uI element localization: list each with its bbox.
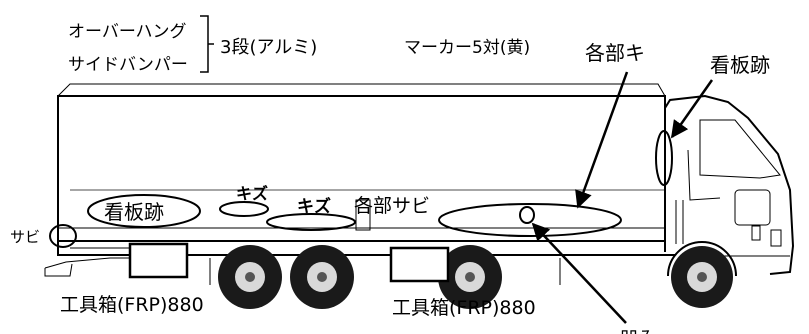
header-marker: マーカー5対(黄) [404,38,530,58]
scratches-everywhere-ellipse [438,203,622,237]
label-sign-trace-body: 看板跡 [104,200,164,224]
cargo-box [57,83,666,242]
sign-trace-top-ellipse [655,130,673,186]
toolbox-left-box [128,242,189,279]
wheel-front [667,241,737,308]
label-scratch-mid: キズ [297,196,331,217]
arrow-sign-trace-top [670,79,714,139]
scratch-mid-ellipse [266,213,356,231]
label-scratches-everywhere: 各部キ [585,41,645,65]
label-toolbox-left: 工具箱(FRP)880 [60,294,204,316]
header-spec: 3段(アルミ) [220,37,317,58]
wheel-rear-1 [218,245,282,309]
arrow-scratches-everywhere [575,71,629,209]
sign-trace-body-ellipse [87,194,201,228]
header-bracket [200,15,214,73]
label-rust-left: サビ [10,228,40,246]
truck-cab [664,94,795,275]
wheel-rear-2 [290,245,354,309]
rust-left-circle [49,224,77,248]
dent-circle [519,206,535,224]
toolbox-right-box [389,246,450,283]
scratch-small-ellipse [219,201,269,217]
header-line2: サイドバンパー [68,55,188,75]
label-scratch-small: キズ [236,184,268,203]
label-dent: 凹み [620,328,656,334]
label-sign-trace-top: 看板跡 [710,53,770,77]
label-toolbox-right: 工具箱(FRP)880 [392,297,536,319]
label-rust-everywhere: 各部サビ [354,195,430,217]
wheel-rear-3 [438,245,502,309]
arrow-dent [531,222,627,324]
header-line1: オーバーハング [68,22,187,42]
